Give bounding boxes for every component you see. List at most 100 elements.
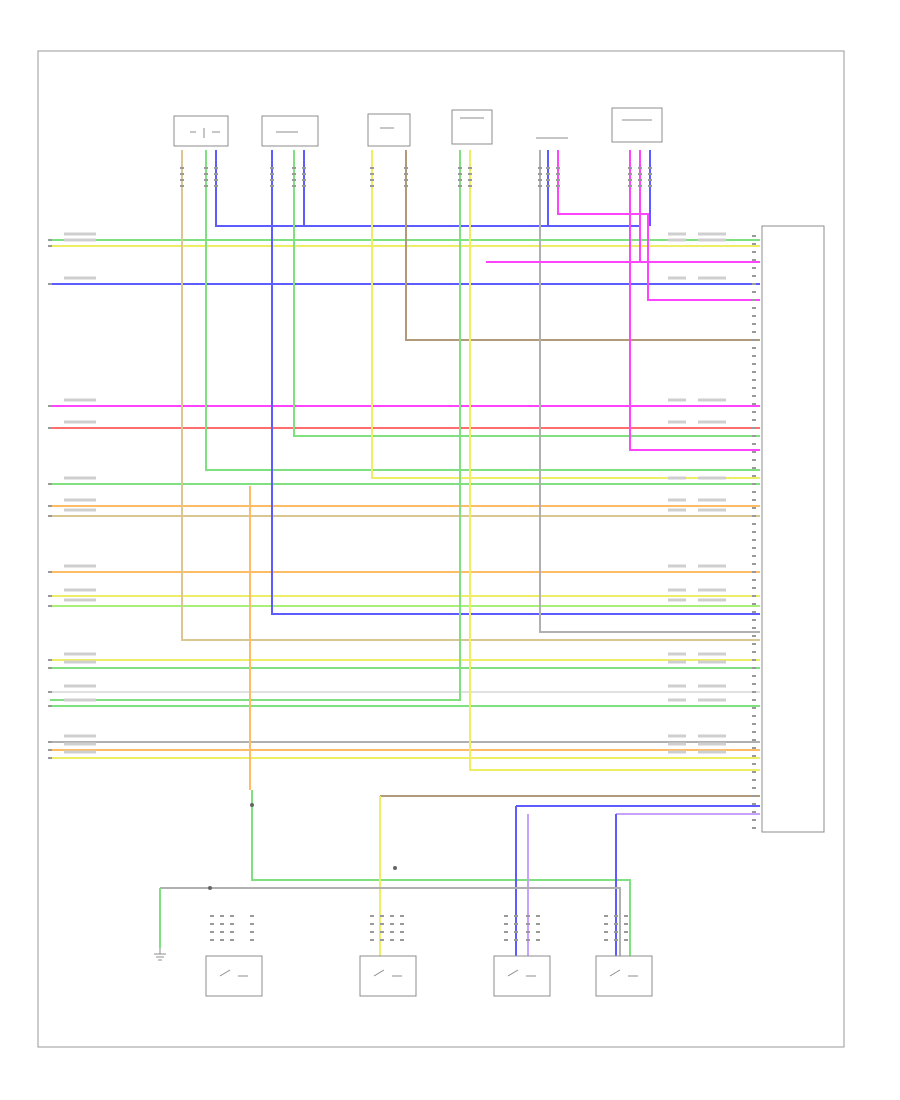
wire-label-mark	[698, 750, 726, 754]
bottom-switch-3	[493, 955, 551, 997]
pin-mark	[648, 179, 652, 181]
pin-mark	[752, 507, 756, 509]
pin-mark	[220, 915, 224, 917]
pin-mark	[752, 699, 756, 701]
wire-label-mark	[698, 652, 726, 656]
pin-mark	[48, 515, 52, 517]
wire-label-mark	[64, 698, 96, 702]
pin-mark	[536, 939, 540, 941]
pin-mark	[614, 923, 618, 925]
pin-mark	[292, 185, 296, 187]
pin-mark	[752, 819, 756, 821]
pin-mark	[752, 723, 756, 725]
pin-mark	[752, 739, 756, 741]
pin-mark	[48, 605, 52, 607]
pin-mark	[752, 651, 756, 653]
pin-mark	[638, 173, 642, 175]
pin-mark	[48, 667, 52, 669]
pin-mark	[752, 379, 756, 381]
pin-mark	[390, 939, 394, 941]
pin-mark	[752, 659, 756, 661]
pin-mark	[210, 931, 214, 933]
pin-mark	[536, 923, 540, 925]
pin-mark	[250, 915, 254, 917]
pin-mark	[514, 915, 518, 917]
wire-label-mark	[668, 684, 686, 688]
pin-mark	[752, 475, 756, 477]
bottom-switch-1	[205, 955, 263, 997]
pin-mark	[752, 547, 756, 549]
pin-mark	[230, 915, 234, 917]
pin-mark	[628, 185, 632, 187]
wire-label-mark	[698, 276, 726, 280]
pin-mark	[752, 467, 756, 469]
branch-wire	[629, 150, 760, 451]
pin-mark	[752, 755, 756, 757]
splice-dot-icon	[208, 886, 212, 890]
pin-mark	[180, 167, 184, 169]
pin-mark	[752, 683, 756, 685]
pin-mark	[752, 587, 756, 589]
pin-mark	[752, 635, 756, 637]
pin-mark	[538, 173, 542, 175]
pin-mark	[752, 675, 756, 677]
pin-mark	[48, 239, 52, 241]
wire-label-mark	[64, 238, 96, 242]
pin-mark	[292, 173, 296, 175]
pin-mark	[752, 787, 756, 789]
pin-mark	[180, 185, 184, 187]
wire-label-mark	[698, 498, 726, 502]
pin-mark	[752, 411, 756, 413]
wire-label-mark	[668, 276, 686, 280]
pin-mark	[48, 483, 52, 485]
pin-mark	[270, 179, 274, 181]
pin-mark	[230, 931, 234, 933]
pin-mark	[752, 451, 756, 453]
pin-mark	[390, 923, 394, 925]
pin-mark	[752, 267, 756, 269]
pin-mark	[468, 173, 472, 175]
pin-mark	[752, 355, 756, 357]
pin-mark	[752, 491, 756, 493]
pin-mark	[214, 179, 218, 181]
pin-mark	[752, 339, 756, 341]
pin-mark	[380, 931, 384, 933]
wire-label-mark	[698, 420, 726, 424]
pin-mark	[302, 179, 306, 181]
pin-mark	[210, 923, 214, 925]
pin-mark	[48, 405, 52, 407]
bottom-bus	[251, 790, 631, 956]
pin-mark	[752, 403, 756, 405]
pin-mark	[604, 931, 608, 933]
pin-mark	[48, 659, 52, 661]
pin-mark	[48, 505, 52, 507]
pin-mark	[48, 571, 52, 573]
pin-mark	[48, 245, 52, 247]
wire-label-mark	[698, 742, 726, 746]
pin-mark	[370, 923, 374, 925]
wire-label-mark	[64, 498, 96, 502]
pin-mark	[48, 705, 52, 707]
pin-mark	[380, 923, 384, 925]
pin-mark	[648, 185, 652, 187]
pin-mark	[526, 923, 530, 925]
pin-mark	[270, 185, 274, 187]
pin-mark	[526, 931, 530, 933]
branch-wire	[215, 150, 640, 227]
pin-mark	[614, 931, 618, 933]
pin-mark	[648, 167, 652, 169]
pin-mark	[458, 179, 462, 181]
pin-mark	[624, 939, 628, 941]
pin-mark	[752, 235, 756, 237]
wire-label-mark	[64, 564, 96, 568]
wire-label-mark	[698, 238, 726, 242]
wire-label-mark	[698, 564, 726, 568]
control-module-box	[761, 225, 825, 833]
pin-mark	[752, 347, 756, 349]
wire-label-mark	[698, 588, 726, 592]
wire-label-mark	[668, 232, 686, 236]
pin-mark	[538, 185, 542, 187]
wire-label-mark	[668, 398, 686, 402]
branch-wire	[557, 150, 760, 301]
wire-label-mark	[698, 232, 726, 236]
